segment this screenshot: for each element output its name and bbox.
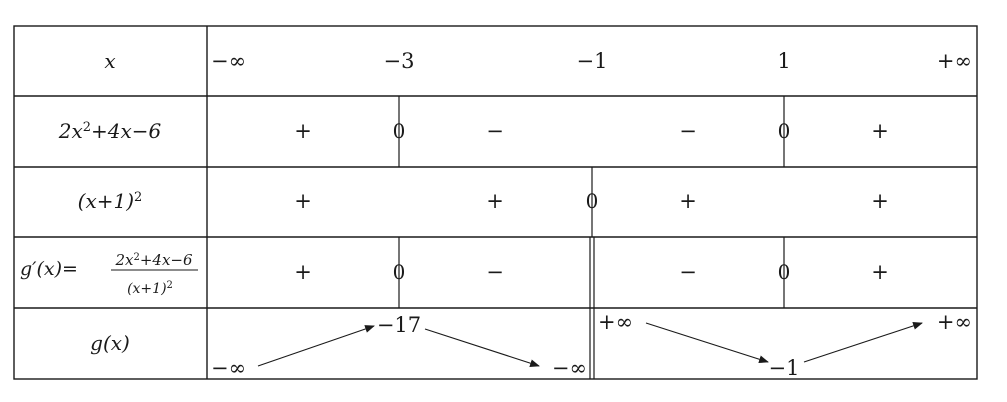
header-value-plus-infinity: +∞ bbox=[937, 49, 972, 73]
row-label-derivative-head: g′(x)= bbox=[20, 258, 78, 280]
zero-mark: 0 bbox=[393, 260, 406, 284]
header-value-minus-3: −3 bbox=[384, 49, 415, 73]
zero-lines bbox=[398, 96, 785, 308]
variation-value-right-of-minus-1: +∞ bbox=[598, 310, 633, 334]
decrease-arrow bbox=[645, 322, 769, 364]
variation-value-minimum: −1 bbox=[769, 356, 800, 380]
sign-cell: − bbox=[679, 119, 697, 143]
sign-cell: + bbox=[871, 189, 889, 213]
decrease-arrow bbox=[424, 328, 540, 368]
zero-mark: 0 bbox=[778, 119, 791, 143]
sign-cell: + bbox=[486, 189, 504, 213]
header-value-minus-1: −1 bbox=[577, 49, 608, 73]
variation-value-maximum: −17 bbox=[377, 313, 421, 337]
sign-cell: − bbox=[486, 119, 504, 143]
increase-arrow bbox=[257, 325, 375, 367]
row-label-numerator: 2x2+4x−6 bbox=[58, 119, 162, 143]
zero-mark: 0 bbox=[393, 119, 406, 143]
header-variable: x bbox=[104, 49, 115, 73]
sign-cell: + bbox=[679, 189, 697, 213]
zero-mark: 0 bbox=[586, 189, 599, 213]
sign-cell: + bbox=[871, 260, 889, 284]
increase-arrow bbox=[803, 322, 923, 363]
variation-value-left-limit: −∞ bbox=[211, 356, 246, 380]
derivative-fraction-denominator: (x+1)2 bbox=[127, 280, 173, 298]
sign-cell: − bbox=[486, 260, 504, 284]
variation-label: g(x) bbox=[90, 331, 130, 355]
sign-cell: + bbox=[871, 119, 889, 143]
header-value-minus-infinity: −∞ bbox=[211, 49, 246, 73]
sign-cell: + bbox=[294, 189, 312, 213]
variation-value-left-of-minus-1: −∞ bbox=[552, 356, 587, 380]
table-grid bbox=[13, 25, 978, 380]
header-value-1: 1 bbox=[777, 49, 790, 73]
sign-cell: − bbox=[679, 260, 697, 284]
zero-mark: 0 bbox=[778, 260, 791, 284]
variation-value-right-limit: +∞ bbox=[937, 310, 972, 334]
forbidden-double-bar bbox=[589, 237, 595, 379]
row-label-denominator: (x+1)2 bbox=[78, 189, 143, 213]
sign-cell: + bbox=[294, 260, 312, 284]
sign-cell: + bbox=[294, 119, 312, 143]
derivative-fraction-numerator: 2x2+4x−6 bbox=[114, 251, 193, 269]
